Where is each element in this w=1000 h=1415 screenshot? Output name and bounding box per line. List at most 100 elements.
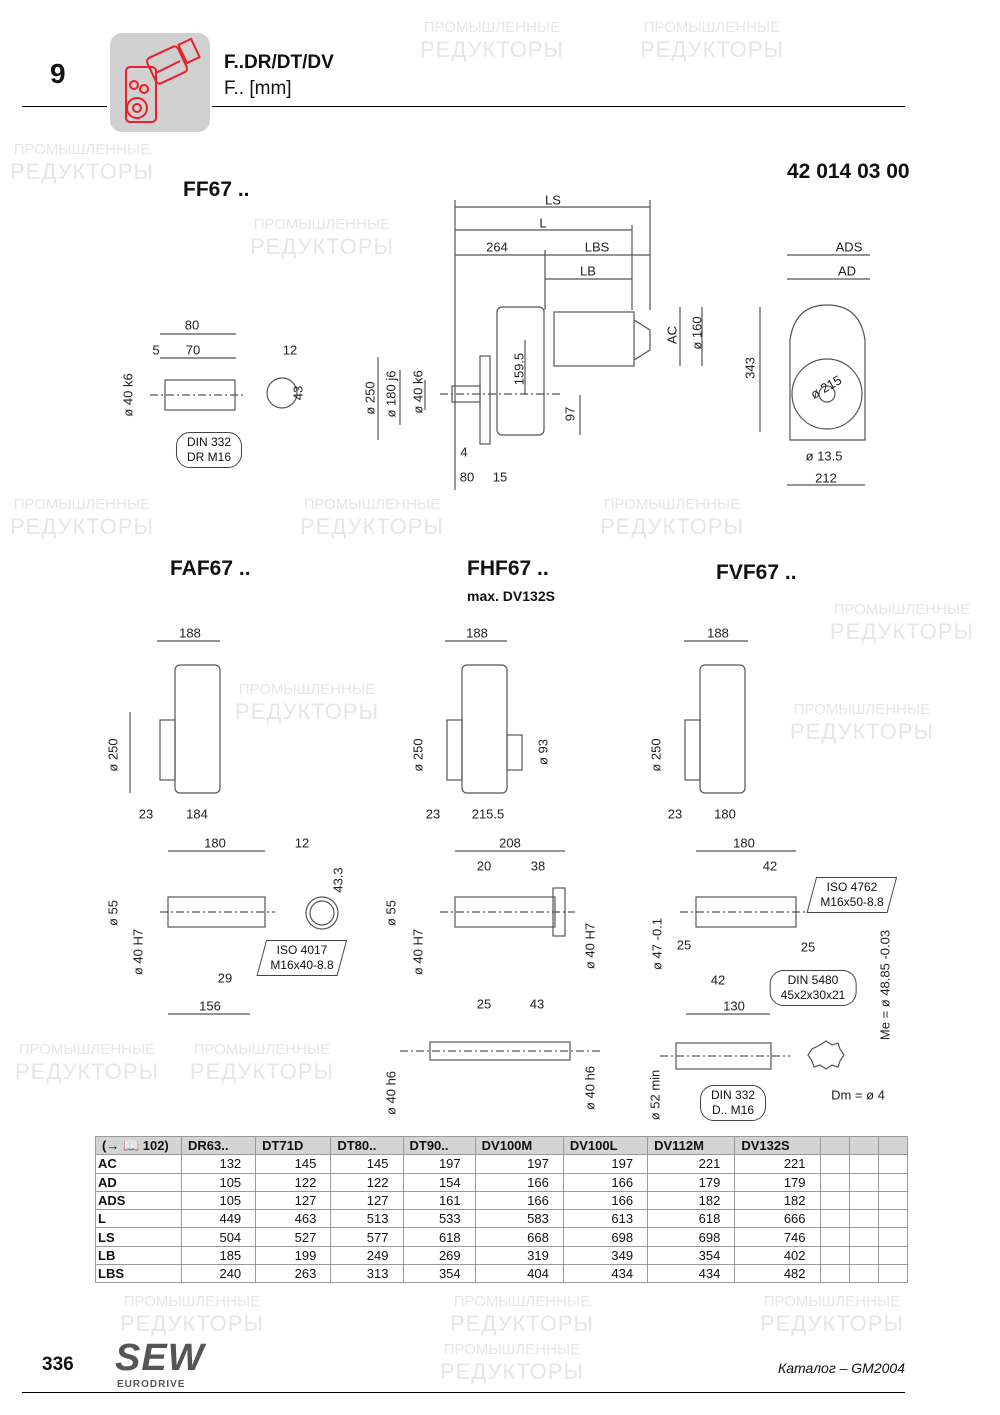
callout-line: ISO 4762 — [826, 880, 878, 894]
table-cell: 618 — [402, 1227, 476, 1247]
ff-side-drawing — [759, 254, 870, 486]
table-cell — [848, 1154, 879, 1174]
dim-label: ø 55 — [383, 899, 399, 927]
table-cell — [848, 1264, 879, 1284]
table-cell: 354 — [647, 1245, 736, 1266]
table-cell: 127 — [330, 1190, 404, 1211]
dim-label: 215.5 — [471, 806, 505, 822]
table-cell: 404 — [474, 1264, 564, 1284]
ff-shaft-drawing — [150, 333, 298, 411]
dim-label: 38 — [530, 858, 546, 874]
callout-line: D.. M16 — [711, 1103, 754, 1117]
row-label: LBS — [95, 1264, 182, 1284]
table-cell: 182 — [647, 1190, 736, 1211]
table-cell: 179 — [734, 1172, 821, 1192]
dim-label: AC — [664, 325, 680, 345]
table-cell: 533 — [402, 1209, 476, 1229]
table-cell: 105 — [180, 1172, 257, 1192]
callout-line: M16x50-8.8 — [820, 895, 884, 909]
dim-label: 188 — [707, 625, 729, 641]
dim-label: Me = ø 48.85 -0.03 — [877, 929, 893, 1041]
dim-label: 80 — [459, 469, 475, 485]
dim-label: 43.3 — [330, 867, 346, 893]
table-cell: 319 — [474, 1245, 564, 1266]
table-cell: 463 — [255, 1209, 332, 1229]
table-cell — [877, 1190, 909, 1211]
table-cell: 434 — [562, 1264, 649, 1284]
table-cell: 199 — [255, 1245, 332, 1266]
table-cell: 354 — [402, 1264, 476, 1284]
dim-label: 29 — [217, 970, 233, 986]
dim-label: 156 — [199, 998, 221, 1014]
page-number: 336 — [42, 1354, 74, 1375]
fvf-drawing — [660, 640, 845, 1070]
table-cell: 449 — [180, 1209, 257, 1229]
dim-label: 188 — [466, 625, 488, 641]
table-cell — [819, 1190, 850, 1211]
dim-label: 5 — [152, 342, 160, 358]
fhf-drawing — [400, 640, 600, 1061]
table-cell — [819, 1172, 850, 1192]
column-header: DT71D — [255, 1135, 332, 1156]
table-cell: 263 — [255, 1264, 332, 1284]
table-cell: 221 — [734, 1154, 821, 1174]
table-cell: 127 — [255, 1190, 332, 1211]
faf-drawing — [129, 640, 339, 1015]
table-cell: 577 — [330, 1227, 404, 1247]
unit-subtitle: F.. [mm] — [224, 78, 292, 99]
table-cell: 197 — [474, 1154, 564, 1174]
dim-label: ø 55 — [105, 899, 121, 927]
table-cell: 145 — [330, 1154, 404, 1174]
header-rule-left — [22, 106, 107, 107]
dim-label: 23 — [138, 806, 154, 822]
dim-label: 43 — [529, 996, 545, 1012]
fhf67-note: max. DV132S — [467, 588, 555, 604]
row-label: LB — [95, 1245, 182, 1266]
dim-label: 180 — [733, 835, 755, 851]
dim-label: 264 — [486, 239, 508, 255]
table-reference: (→ 📖 102) — [95, 1135, 182, 1156]
table-cell: 132 — [180, 1154, 257, 1174]
callout-line: DR M16 — [186, 450, 231, 464]
table-cell — [877, 1172, 909, 1192]
column-header: DV100M — [474, 1135, 564, 1156]
table-cell: 145 — [255, 1154, 332, 1174]
column-header — [848, 1135, 879, 1156]
table-cell: 154 — [402, 1172, 476, 1192]
column-header: DV132S — [734, 1135, 821, 1156]
dim-label: ADS — [835, 239, 863, 255]
table-cell: 313 — [330, 1264, 404, 1284]
table-cell: 197 — [402, 1154, 476, 1174]
dim-label: 12 — [282, 342, 298, 358]
callout-line: DIN 5480 — [787, 973, 839, 987]
dim-label: LS — [545, 192, 561, 208]
table-cell: 240 — [180, 1264, 257, 1284]
table-cell: 166 — [474, 1172, 564, 1192]
table-cell — [819, 1264, 850, 1284]
dim-label: 12 — [294, 835, 310, 851]
table-cell: 504 — [180, 1227, 257, 1247]
table-cell: 613 — [562, 1209, 649, 1229]
sew-logo: SEW — [115, 1337, 205, 1379]
table-cell — [819, 1227, 850, 1247]
dim-label: 20 — [476, 858, 492, 874]
table-cell: 221 — [647, 1154, 736, 1174]
table-cell — [877, 1154, 909, 1174]
dim-label: ø 13.5 — [805, 448, 843, 464]
dim-label: ø 93 — [535, 738, 551, 766]
dim-label: 42 — [762, 858, 778, 874]
table-cell: 618 — [647, 1209, 736, 1229]
table-cell: 402 — [734, 1245, 821, 1266]
callout-line: M16x40-8.8 — [270, 958, 334, 972]
dim-label: 180 — [714, 806, 736, 822]
section-title-ff67: FF67 .. — [183, 178, 250, 201]
table-cell — [848, 1245, 879, 1266]
dim-label: 25 — [800, 939, 816, 955]
dim-label: ø 250 — [410, 738, 426, 772]
table-cell: 349 — [562, 1245, 649, 1266]
dim-label: 43 — [290, 385, 306, 401]
column-header — [819, 1135, 850, 1156]
